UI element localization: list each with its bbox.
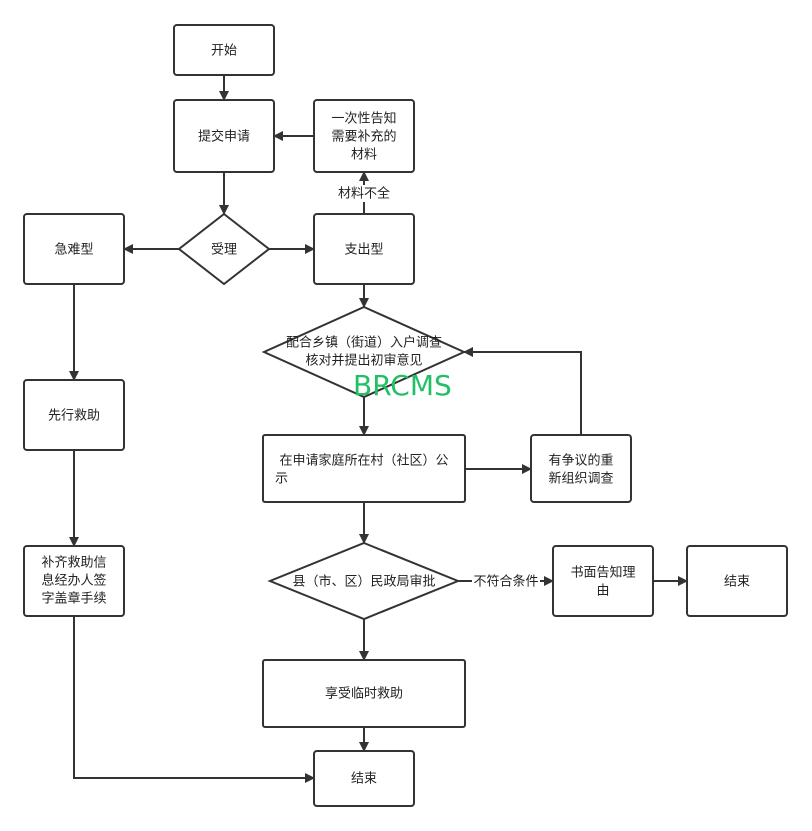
node-end-right: 结束 <box>686 545 788 617</box>
node-written-notice: 书面告知理 由 <box>552 545 654 617</box>
node-urgent: 急难型 <box>23 213 125 285</box>
node-urgent-label: 急难型 <box>54 243 93 258</box>
node-survey: 配合乡镇（街道）入户调查 核对并提出初审意见 <box>261 305 467 399</box>
node-approve-label: 县（市、区）民政局审批 <box>292 574 435 590</box>
node-publicize-line: 示 <box>275 472 288 487</box>
node-submit-label: 提交申请 <box>198 129 250 145</box>
node-start-label: 开始 <box>211 44 237 59</box>
node-dispute-line: 有争议的重 <box>548 453 613 469</box>
node-dispute: 有争议的重 新组织调查 <box>530 434 632 503</box>
node-end-bottom-label: 结束 <box>351 772 377 787</box>
node-expense-label: 支出型 <box>344 243 383 258</box>
node-supplement: 补齐救助信 息经办人签 字盖章手续 <box>23 545 125 617</box>
node-first-aid-label: 先行救助 <box>48 408 100 424</box>
node-supplement-line: 补齐救助信 <box>41 555 106 571</box>
node-written-notice-line: 书面告知理 <box>570 565 635 581</box>
node-end-right-label: 结束 <box>724 575 750 590</box>
node-publicize: 在申请家庭所在村（社区）公 示 <box>262 434 466 503</box>
edge-supplement-end <box>73 616 315 783</box>
node-approve: 县（市、区）民政局审批 <box>267 541 461 621</box>
node-written-notice-line: 由 <box>596 584 609 599</box>
edge-label-incomplete: 材料不全 <box>338 186 390 202</box>
node-supplement-line: 息经办人签 <box>41 573 106 589</box>
node-end-bottom: 结束 <box>313 750 415 807</box>
node-submit: 提交申请 <box>173 99 275 173</box>
node-survey-line: 配合乡镇（街道）入户调查 <box>286 335 442 351</box>
node-enjoy-label: 享受临时救助 <box>325 686 403 702</box>
node-notify-line: 一次性告知 <box>331 111 396 127</box>
node-notify: 一次性告知 需要补充的 材料 <box>313 99 415 173</box>
node-supplement-line: 字盖章手续 <box>41 591 106 607</box>
node-expense: 支出型 <box>313 213 415 285</box>
node-accept-label: 受理 <box>211 243 237 258</box>
node-survey-line: 核对并提出初审意见 <box>305 353 422 369</box>
node-publicize-line: 在申请家庭所在村（社区）公 <box>279 453 448 469</box>
node-accept: 受理 <box>177 212 271 286</box>
node-start: 开始 <box>173 24 275 76</box>
edge-dispute-survey <box>463 347 582 435</box>
node-enjoy: 享受临时救助 <box>262 659 466 728</box>
watermark: BRCMS <box>353 369 452 402</box>
node-notify-line: 需要补充的 <box>331 129 396 145</box>
edge-label-not-qualified: 不符合条件 <box>473 574 538 590</box>
node-dispute-line: 新组织调查 <box>548 471 613 487</box>
node-notify-line: 材料 <box>351 148 377 163</box>
node-first-aid: 先行救助 <box>23 379 125 451</box>
